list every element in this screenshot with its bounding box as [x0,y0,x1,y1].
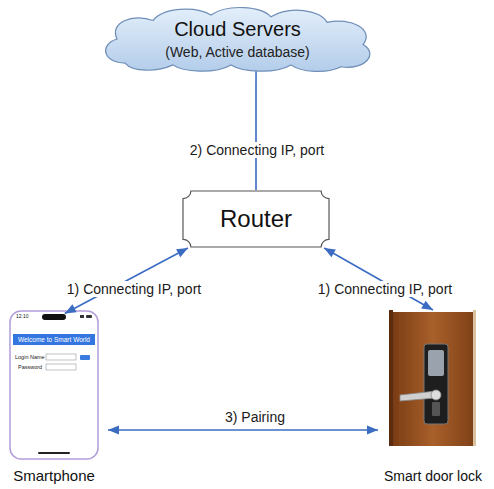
smartphone-illustration [10,311,98,459]
cloud-shape: Cloud Servers (Web, Active database) [95,2,380,76]
edge-label: 1) Connecting IP, port [315,281,455,298]
arrow-head [65,304,77,313]
edge-label: 2) Connecting IP, port [187,142,327,159]
node-subtitle: (Web, Active database) [165,44,309,61]
arrow-head [108,426,119,435]
arrow-head [176,248,188,257]
connector-line [255,65,257,190]
edge-label: 1) Connecting IP, port [64,281,204,298]
connector-line [324,248,433,310]
screen-text: Welcome to Smart World [16,335,92,344]
node-title: Smart door lock [384,468,482,485]
router-path [183,191,329,247]
door-lock-node: Smart door lock [378,310,488,485]
arrow-head [324,248,336,257]
screen-text: Login Name [15,354,45,360]
node-title: Smartphone [13,467,95,485]
node-title: Router [220,205,292,234]
screen-text: Password [18,364,42,370]
connector [324,248,433,310]
connector [108,426,378,435]
arrow-head [367,426,378,435]
edge-label: 3) Pairing [222,409,288,426]
screen-text: 12:10 [16,314,29,320]
door-illustration [389,310,476,446]
connector [256,65,257,190]
connector-line [108,429,378,431]
cloud-path [106,7,370,71]
router-box: Router [182,190,330,248]
arrow-head [421,301,433,310]
node-title: Cloud Servers [174,17,301,41]
